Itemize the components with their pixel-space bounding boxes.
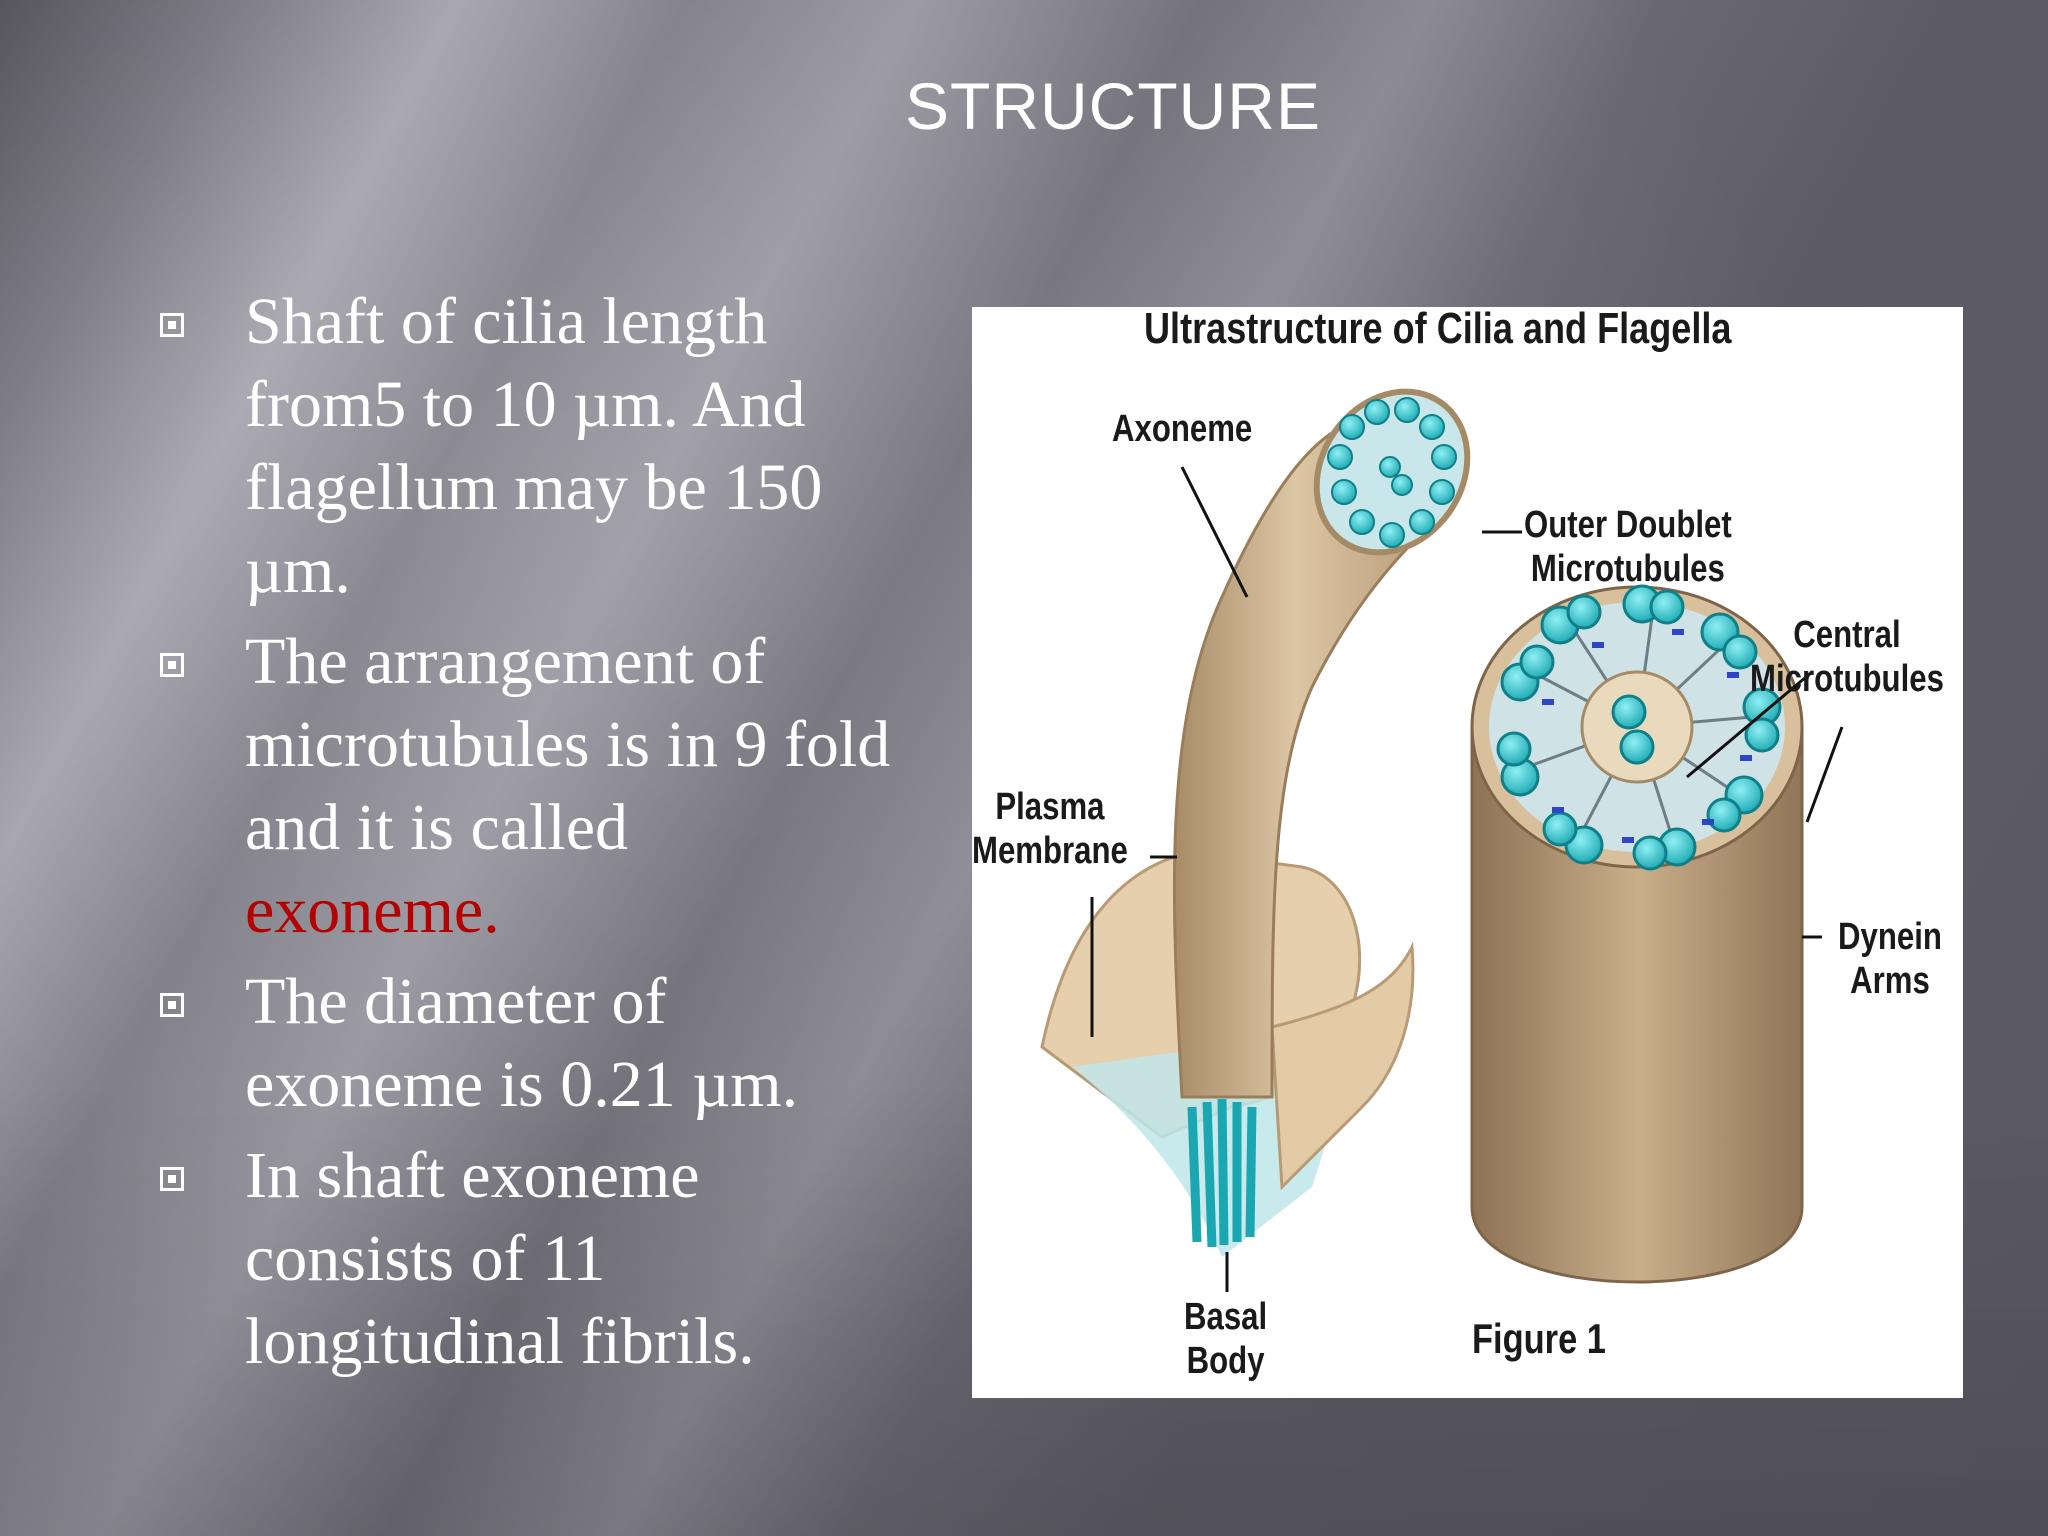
bullet-line: from5 to 10 µm. And <box>245 368 806 441</box>
bullet-line: Shaft of cilia length <box>245 285 768 358</box>
square-bullet-icon <box>160 993 184 1017</box>
bullet-line: flagellum may be 150 <box>245 451 823 524</box>
outer-doublet-ring <box>1496 584 1782 871</box>
bullet-list: Shaft of cilia length from5 to 10 µm. An… <box>150 280 1000 1391</box>
bullet-line: µm. <box>245 534 351 607</box>
bullet-line: The arrangement of <box>245 625 766 698</box>
bullet-line: In shaft exoneme <box>245 1139 700 1212</box>
bullet-line: consists of 11 <box>245 1222 606 1295</box>
basal-body-tubules <box>1187 1098 1257 1248</box>
basal-membrane-right <box>1270 941 1415 1191</box>
highlighted-term: exoneme. <box>245 874 500 947</box>
bullet-item: Shaft of cilia length from5 to 10 µm. An… <box>150 280 1000 612</box>
slide-title: STRUCTURE <box>905 69 1321 143</box>
bullet-item: The diameter of exoneme is 0.21 µm. <box>150 960 1000 1126</box>
square-bullet-icon <box>160 653 184 677</box>
bullet-line: longitudinal fibrils. <box>245 1305 755 1378</box>
bullet-line: exoneme is 0.21 µm. <box>245 1048 799 1121</box>
cylinder-body <box>1470 725 1804 1284</box>
label-axoneme: Axoneme <box>1112 408 1253 450</box>
leader-lines <box>1090 466 1844 1292</box>
bullet-line: and it is called <box>245 791 629 864</box>
bullet-line: The diameter of <box>245 965 667 1038</box>
figure-title: Ultrastructure of Cilia and Flagella <box>1144 307 1732 353</box>
dynein-arms <box>1542 629 1752 843</box>
square-bullet-icon <box>160 1167 184 1191</box>
bullet-item: The arrangement of microtubules is in 9 … <box>150 620 1000 952</box>
cilia-figure: Ultrastructure of Cilia and Flagella Axo… <box>972 307 1963 1398</box>
axoneme-doublets <box>1327 397 1457 548</box>
square-bullet-icon <box>160 313 184 337</box>
bullet-item: In shaft exoneme consists of 11 longitud… <box>150 1134 1000 1383</box>
cilia-illustration <box>1040 388 1844 1292</box>
central-pair <box>1611 694 1655 765</box>
bullet-line: microtubules is in 9 fold <box>245 708 891 781</box>
figure-caption: Figure 1 <box>1472 1315 1606 1362</box>
